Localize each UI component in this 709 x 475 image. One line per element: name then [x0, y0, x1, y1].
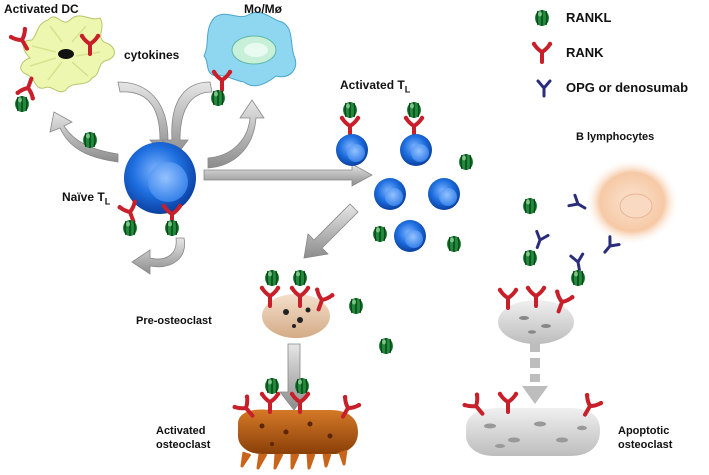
dendritic-cell [6, 15, 115, 113]
apoptotic-pre-osteoclast [495, 283, 578, 344]
loop-arrow-bottom [131, 237, 185, 275]
legend-rank-icon [529, 39, 555, 64]
legend-rankl-label: RANKL [566, 10, 612, 25]
activation-arrow [203, 163, 373, 187]
naive-t-cell [82, 131, 196, 237]
label-naive-tl: Naïve TL [62, 190, 110, 208]
label-b-lymphocytes: B lymphocytes [576, 131, 655, 143]
label-activated-osteoclast: Activated osteoclast [156, 424, 210, 452]
label-naive-tl-sub: L [104, 196, 111, 207]
pre-osteoclast [257, 269, 394, 355]
label-apoptotic-osteoclast-line2: osteoclast [618, 439, 673, 451]
label-pre-osteoclast: Pre-osteoclast [136, 315, 212, 327]
b-lymphocyte [586, 160, 678, 244]
label-activated-osteoclast-line1: Activated [156, 425, 206, 437]
legend-opg-icon [536, 79, 552, 98]
label-naive-tl-main: Naïve T [62, 190, 105, 204]
macrophage [203, 11, 297, 107]
activated-osteoclast [229, 377, 364, 470]
loop-arrow-macrophage [207, 99, 265, 169]
legend-opg-label: OPG or denosumab [566, 80, 689, 95]
label-activated-osteoclast-line2: osteoclast [156, 439, 211, 451]
label-activated-dc: Activated DC [4, 2, 79, 16]
loop-arrow-dc [49, 111, 119, 163]
legend [529, 9, 555, 98]
label-apoptotic-osteoclast: Apoptotic osteoclast [618, 424, 672, 452]
label-activated-tl: Activated TL [340, 78, 410, 96]
legend-rankl-icon [534, 9, 550, 27]
label-apoptotic-osteoclast-line1: Apoptotic [618, 425, 670, 437]
dashed-arrow-apoptotic [522, 342, 548, 404]
label-activated-tl-sub: L [404, 84, 411, 95]
apoptotic-osteoclast [459, 389, 606, 456]
label-macrophage: Mo/Mø [244, 2, 282, 16]
label-cytokines: cytokines [124, 48, 180, 62]
diagonal-arrow [303, 203, 359, 259]
legend-rank-label: RANK [566, 45, 604, 60]
label-activated-tl-main: Activated T [340, 78, 405, 92]
